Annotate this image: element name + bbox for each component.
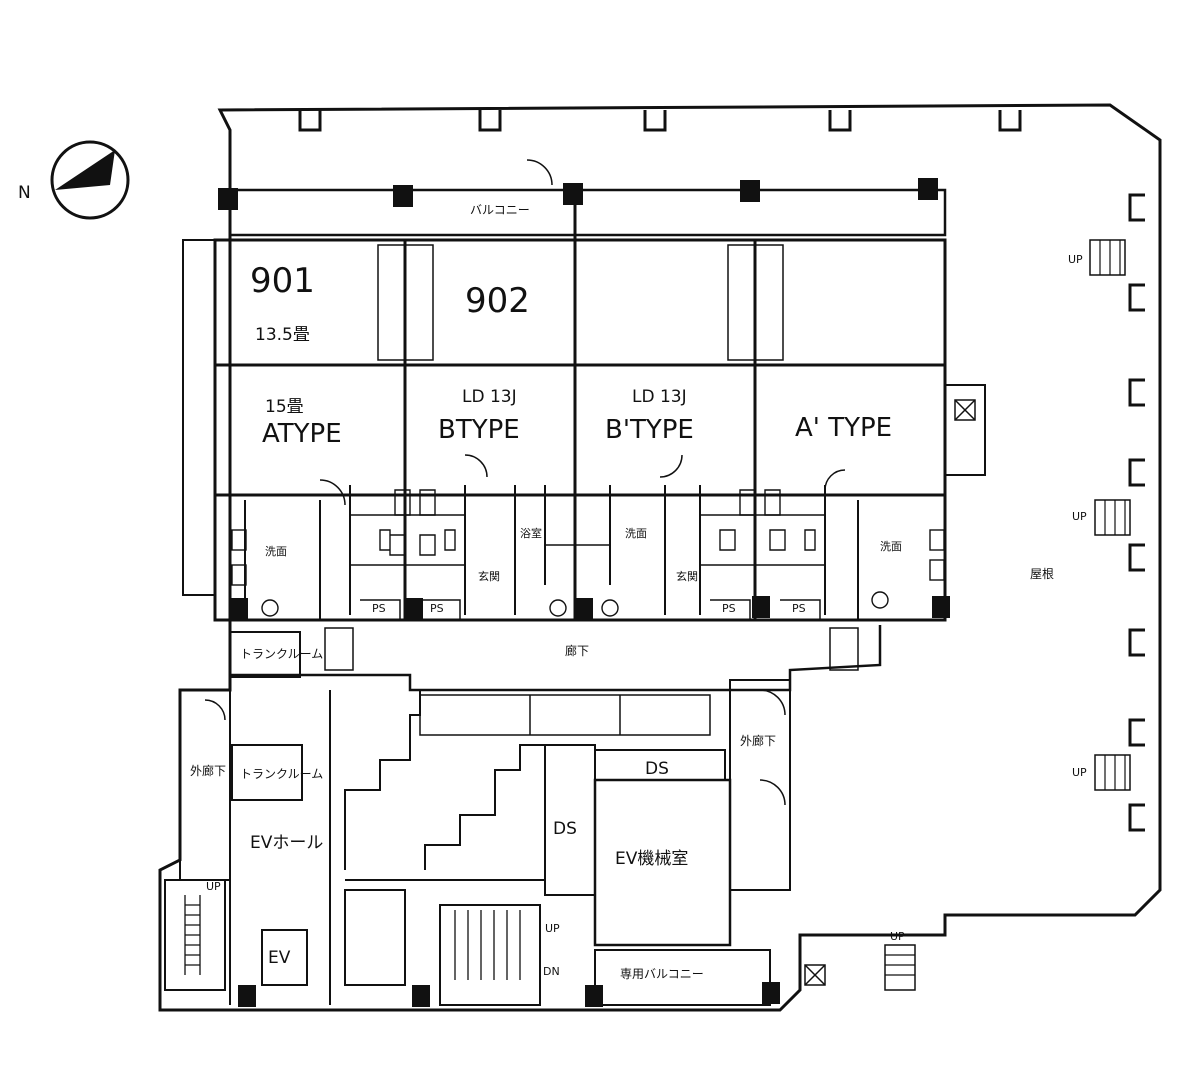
up-label-4: UP [890,930,905,943]
svg-text:N: N [18,183,31,203]
wash-label-3: 洗面 [880,540,902,553]
type-b2-size: LD 13J [632,387,687,407]
up-label-1: UP [1068,253,1083,266]
bath-label: 浴室 [520,526,542,540]
exterior-corridor-label-left: 外廊下 [190,763,226,778]
private-balcony [594,949,771,1006]
ev-hall-label: EVホール [250,833,323,853]
unit-901-area: 13.5畳 [255,325,310,345]
balcony-strip [228,188,947,237]
ev-machine-room-label: EV機械室 [615,849,688,869]
ps-label-1: PS [372,602,386,615]
type-a-name: ATYPE [262,419,342,449]
unit-902-label: 902 [465,281,530,321]
corridor [228,625,882,692]
elevator [261,929,308,986]
genkan-label-2: 玄関 [676,569,698,583]
main-stair [439,904,541,1006]
type-a2-name: A' TYPE [795,413,892,443]
exterior-corridor-label-right: 外廊下 [740,733,776,748]
genkan-label-1: 玄関 [478,569,500,583]
trunk-room-label-2: トランクルーム [240,767,323,781]
type-a-size: 15畳 [265,397,304,417]
up-label-5: UP [545,922,560,935]
balcony-top-label: バルコニー [470,203,530,217]
wash-label-2: 洗面 [625,527,647,540]
ps-label-3: PS [722,602,736,615]
dn-label: DN [543,965,560,978]
trunk-room-label-1: トランクルーム [240,647,323,661]
ev-label: EV [268,948,291,968]
type-b2-name: B'TYPE [605,415,694,445]
wash-label-1: 洗面 [265,545,287,558]
type-b-name: BTYPE [438,415,520,445]
ps-label-2: PS [430,602,444,615]
north-arrow-icon: N [18,140,130,220]
up-label-3: UP [1072,766,1087,779]
up-label-6: UP [206,880,221,893]
type-b-size: LD 13J [462,387,517,407]
ds-label-1: DS [553,819,577,839]
private-balcony-label: 専用バルコニー [620,967,704,981]
corridor-label: 廊下 [565,643,589,658]
ds-label-2: DS [645,759,669,779]
rooftop-label: 屋根 [1030,567,1054,581]
unit-901-label: 901 [250,261,315,301]
up-label-2: UP [1072,510,1087,523]
ps-label-4: PS [792,602,806,615]
